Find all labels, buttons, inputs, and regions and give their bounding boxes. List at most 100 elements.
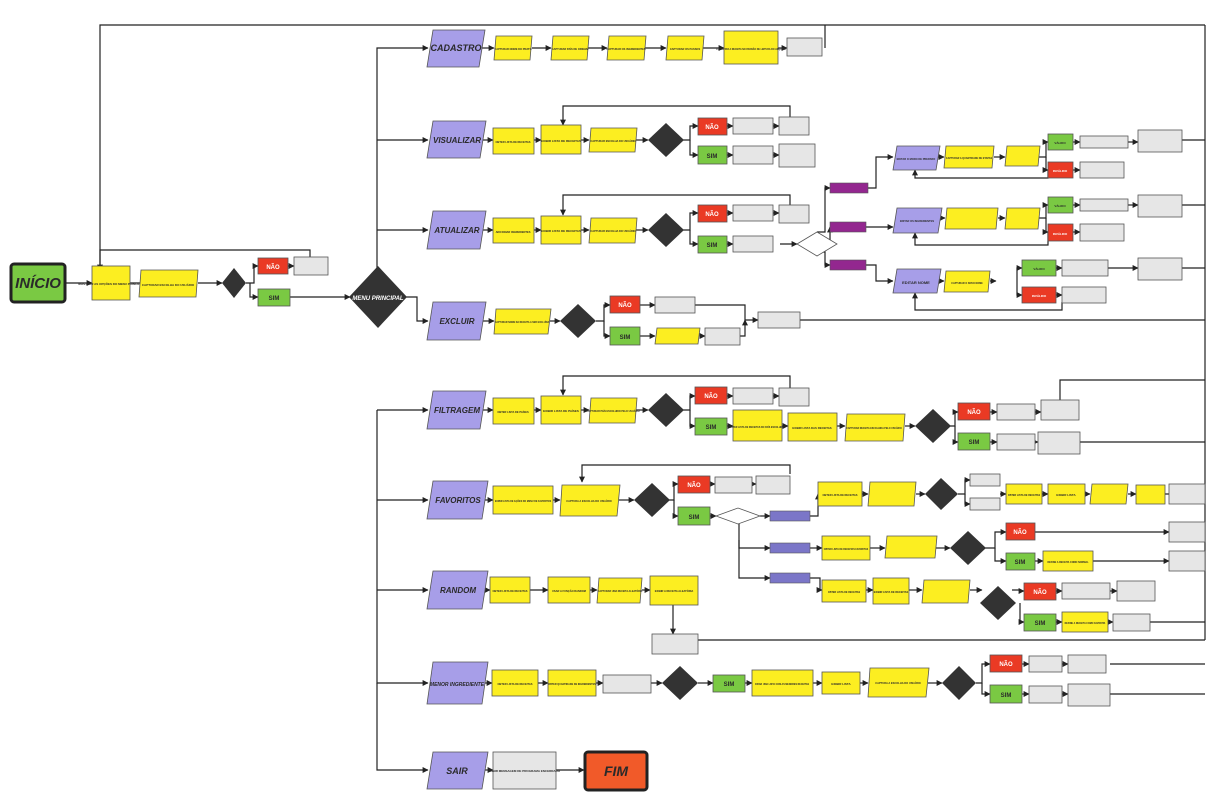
favoritos-obter-favoritas-label: OBTER LISTA DE RECEITAS FAVORITAS — [824, 548, 869, 551]
main-menu-hub: MENU PRINCIPAL — [349, 266, 407, 328]
capturar-novo-nome: CAPTURAR O NOVO NOME — [943, 270, 991, 293]
menor-exibir-lista-label: EXIBIR LISTA — [831, 682, 851, 686]
main-options-process: MOSTRAR AS OPÇÕES DO MENU PRINCIPAL — [78, 265, 144, 301]
favoritos-no-3-label: NÃO — [1013, 529, 1027, 536]
visualizar-no-label: NÃO — [705, 124, 719, 131]
editar-modo-preparo: EDITAR O MODO DE PREPARO — [892, 145, 941, 171]
visualizar-obter-lista-label: OBTER LISTA DE RECEITAS — [496, 140, 531, 144]
menor-criar-lista-label: CRIAR UMA LISTA COM AS MENORES RECEITAS — [755, 683, 810, 686]
cadastro-passos-label: CAPTURAR OS PASSOS — [670, 47, 701, 51]
filtragem-obter-paises: OBTER LISTA DE PAÍSES — [492, 397, 535, 425]
ingredientes-capture-1 — [944, 207, 999, 230]
filtragem-obter-paises-label: OBTER LISTA DE PAÍSES — [497, 409, 529, 414]
favoritos-yes-label: SIM — [689, 515, 700, 521]
filtragem-exibir-paises-label: EXIBIR LISTA DE PAÍSES — [543, 408, 579, 413]
filtragem-capturar-receita-label: CAPTURAR RECEITA ESCOLHIDA PELO USUÁRIO — [846, 427, 902, 430]
filtragem-capturar-pais: CAPTURAR PAÍS ESCOLHIDO PELO USUÁRIO — [586, 397, 640, 424]
visualizar-escolha-label: CAPTURAR ESCOLHA DO USUÁRIO — [590, 138, 635, 143]
option-random-label: RANDOM — [440, 586, 476, 595]
option-visualizar: VISUALIZAR — [426, 120, 487, 159]
favoritos-no-4-label: NÃO — [1033, 589, 1047, 596]
atualizar-escolha-label: CAPTURAR ESCOLHA DO USUÁRIO — [590, 228, 635, 233]
excluir-no-msg — [654, 296, 696, 314]
random-obter-lista-label: OBTER LISTA DE RECEITAS — [493, 589, 528, 593]
atualizar-exibir-lista-label: EXIBIR LISTA DE RECEITAS — [541, 229, 581, 233]
main-choice-input: CAPTURAR ESCOLHA DO USUÁRIO — [138, 269, 199, 298]
editar-nome-label: EDITAR NOME — [902, 280, 930, 285]
filtragem-yes-2: SIM — [957, 432, 991, 451]
menor-criar-lista: CRIAR UMA LISTA COM AS MENORES RECEITAS — [751, 669, 814, 697]
option-visualizar-label: VISUALIZAR — [433, 136, 481, 145]
visualizar-exibir-lista-label: EXIBIR LISTA DE RECEITAS — [541, 139, 581, 143]
random-obter-lista: OBTER LISTA DE RECEITAS — [489, 576, 531, 604]
favoritos-obter-favoritas: OBTER LISTA DE RECEITAS FAVORITAS — [821, 535, 871, 561]
random-exibir-aleatoria: EXIBIR A RECEITA ALEATÓRIA — [649, 575, 699, 606]
menor-obter-quantidade-label: OBTER QUANTIDADE DE INGREDIENTES — [548, 683, 596, 686]
favoritos-no-4-msg — [1061, 582, 1111, 600]
menor-no-msg — [1028, 655, 1063, 673]
menor-obter-lista: OBTER LISTA DE RECEITAS — [491, 669, 539, 697]
favoritos-captura-escolha-label: CAPTURA A ESCOLHA DO USUÁRIO — [566, 498, 612, 503]
filtragem-no-msg — [732, 387, 774, 405]
filtragem-yes-2-output — [1037, 431, 1081, 455]
excluir-no: NÃO — [609, 295, 641, 314]
excluir-no-label: NÃO — [618, 302, 632, 309]
cadastro-nome-prato: CAPTURAR NOME DO PRATO — [493, 35, 533, 61]
filtragem-no-return — [778, 387, 810, 407]
atualizar-escolha: CAPTURAR ESCOLHA DO USUÁRIO — [588, 217, 638, 244]
cadastro-passos: CAPTURAR OS PASSOS — [665, 35, 705, 61]
main-yes-label: SIM — [269, 296, 280, 302]
ingredientes-capture-2 — [1004, 207, 1041, 230]
menor-yes: SIM — [989, 684, 1023, 704]
filtragem-decision-2 — [915, 409, 951, 443]
visualizar-yes-output — [778, 143, 816, 168]
etapas-valido-msg — [1079, 135, 1129, 149]
favoritos-capture-1 — [867, 481, 917, 507]
option-atualizar: ATUALIZAR — [426, 210, 487, 250]
favoritos-yellow-3 — [1135, 484, 1166, 505]
favoritos-purple-1 — [769, 510, 811, 522]
favoritos-define-normal: DEFINE A RECEITA COMO NORMAL — [1042, 550, 1094, 572]
excluir-yes: SIM — [609, 326, 641, 346]
menor-captura-escolha-label: CAPTURA A ESCOLHA DO USUÁRIO — [875, 680, 921, 685]
favoritos-choice-diamond — [714, 507, 762, 525]
atualizar-no-return — [778, 204, 810, 224]
favoritos-define-favorita-label: DEFINE A RECEITA COMO FAVORITA — [1065, 622, 1106, 625]
etapas-capture-2 — [1004, 145, 1041, 167]
filtragem-capturar-pais-label: CAPTURAR PAÍS ESCOLHIDO PELO USUÁRIO — [586, 410, 639, 413]
menor-no-label: NÃO — [999, 661, 1013, 668]
random-capturar-aleatoria-label: CAPTURAR UMA RECEITA ALEATÓRIA — [598, 590, 643, 593]
atualizar-no: NÃO — [697, 204, 728, 223]
favoritos-no-label: NÃO — [687, 482, 701, 489]
favoritos-obter-lista-2: OBTER LISTA DE RECEITAS — [1005, 483, 1043, 505]
filtragem-yes: SIM — [694, 417, 728, 436]
sair-mensagem: EXIBIR MENSAGEM DE PROGRAMA ENCERRADO — [488, 751, 561, 790]
filtragem-no: NÃO — [694, 386, 728, 405]
favoritos-exibir-lista-label: EXIBIR LISTA — [1056, 493, 1076, 497]
excluir-yes-process — [654, 327, 701, 345]
favoritos-purple-2 — [769, 542, 811, 554]
menor-obter-lista-label: OBTER LISTA DE RECEITAS — [498, 682, 533, 686]
favoritos-output-2 — [1168, 521, 1206, 543]
nome-valido: VÁLIDO — [1021, 259, 1057, 277]
filtragem-no-2: NÃO — [957, 402, 991, 421]
random-capturar-aleatoria: CAPTURAR UMA RECEITA ALEATÓRIA — [596, 577, 643, 604]
atualizar-yes: SIM — [697, 235, 728, 254]
end-label: FIM — [604, 763, 628, 779]
favoritos-yes-3: SIM — [1005, 552, 1036, 571]
main-no-label: NÃO — [266, 264, 280, 271]
favoritos-capture-4 — [921, 579, 971, 604]
favoritos-captura-escolha: CAPTURA A ESCOLHA DO USUÁRIO — [559, 484, 621, 517]
atualizar-purple-2 — [829, 221, 867, 233]
favoritos-no-3: NÃO — [1005, 522, 1036, 541]
menor-no-return — [1067, 654, 1107, 674]
visualizar-no: NÃO — [697, 117, 728, 136]
cadastro-pais-origem: CAPTURAR PAÍS DE ORIGEM — [550, 35, 590, 61]
option-cadastro-label: CADASTRO — [431, 43, 482, 53]
filtragem-decision — [648, 393, 684, 427]
visualizar-yes: SIM — [697, 145, 728, 165]
option-atualizar-label: ATUALIZAR — [433, 226, 479, 235]
main-decision — [222, 268, 246, 298]
filtragem-no-2-label: NÃO — [967, 409, 981, 416]
option-menor-ingrediente-label: MENOR INGREDIENTE — [430, 682, 485, 688]
